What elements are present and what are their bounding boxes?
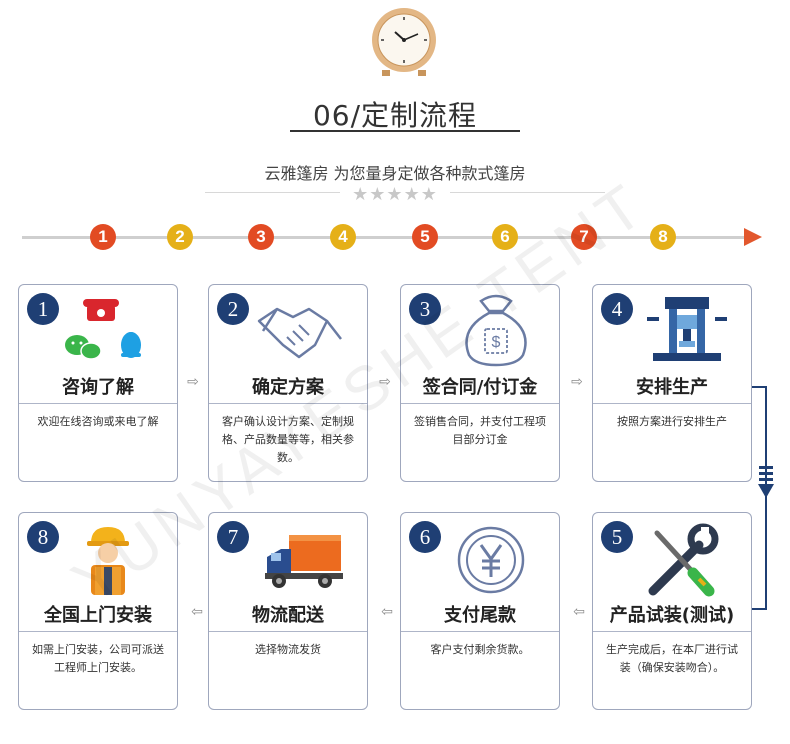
step-description: 欢迎在线咨询或来电了解 [29,413,167,431]
card-divider [401,631,559,632]
connector-stripes [759,466,773,484]
card-divider [209,631,367,632]
step-number: 6 [409,521,441,553]
connector-line [752,608,766,610]
truck-icon [259,527,349,597]
card-divider [593,403,751,404]
step-card-1: 1 咨询了解 欢迎在线咨询或来电了解 [18,284,178,482]
step-description: 生产完成后，在本厂进行试装（确保安装吻合）。 [603,641,741,677]
step-card-7: 7 物流配送 选择物流发货 [208,512,368,710]
step-title: 安排生产 [593,373,751,399]
timeline-arrow-icon [744,228,762,246]
yen-coin-icon [453,523,529,597]
clock-icon [368,6,440,78]
card-divider [19,631,177,632]
card-divider [19,403,177,404]
step-title: 咨询了解 [19,373,177,399]
subtitle: 云雅篷房 为您量身定做各种款式篷房 [0,160,790,184]
handshake-icon [253,291,353,369]
flow-arrow-icon: ⇨ [182,374,204,390]
flow-arrow-icon: ⇨ [566,374,588,390]
phone-chat-icon [63,291,163,369]
step-number: 5 [601,521,633,553]
card-divider [401,403,559,404]
star-rating: ★★★★★ [340,184,450,205]
timeline-step-1: 1 [90,224,116,250]
connector-line [752,386,766,388]
step-number: 8 [27,521,59,553]
timeline-step-4: 4 [330,224,356,250]
step-description: 按照方案进行安排生产 [603,413,741,431]
flow-arrow-back-icon: ⇦ [568,604,590,620]
card-divider [593,631,751,632]
step-title: 物流配送 [209,601,367,627]
step-number: 4 [601,293,633,325]
connector-line [765,386,767,610]
step-description: 客户支付剩余货款。 [411,641,549,659]
timeline-step-5: 5 [412,224,438,250]
timeline-step-3: 3 [248,224,274,250]
flow-arrow-back-icon: ⇦ [186,604,208,620]
flow-arrow-back-icon: ⇦ [376,604,398,620]
step-description: 选择物流发货 [219,641,357,659]
step-title: 产品试装(测试) [593,601,751,627]
tools-icon [643,521,723,601]
step-card-5: 5 产品试装(测试) 生产完成后，在本厂进行试装（确保安装吻合）。 [592,512,752,710]
step-title: 支付尾款 [401,601,559,627]
machine-icon [643,293,733,369]
down-arrow-icon [758,484,774,498]
section-title: 06/定制流程 [0,94,790,134]
step-description: 如需上门安装，公司可派送工程师上门安装。 [29,641,167,677]
step-card-6: 6 支付尾款 客户支付剩余货款。 [400,512,560,710]
step-number: 2 [217,293,249,325]
step-card-4: 4 安排生产 按照方案进行安排生产 [592,284,752,482]
step-number: 1 [27,293,59,325]
title-underline [290,130,520,132]
timeline-step-2: 2 [167,224,193,250]
step-description: 签销售合同，并支付工程项目部分订金 [411,413,549,449]
